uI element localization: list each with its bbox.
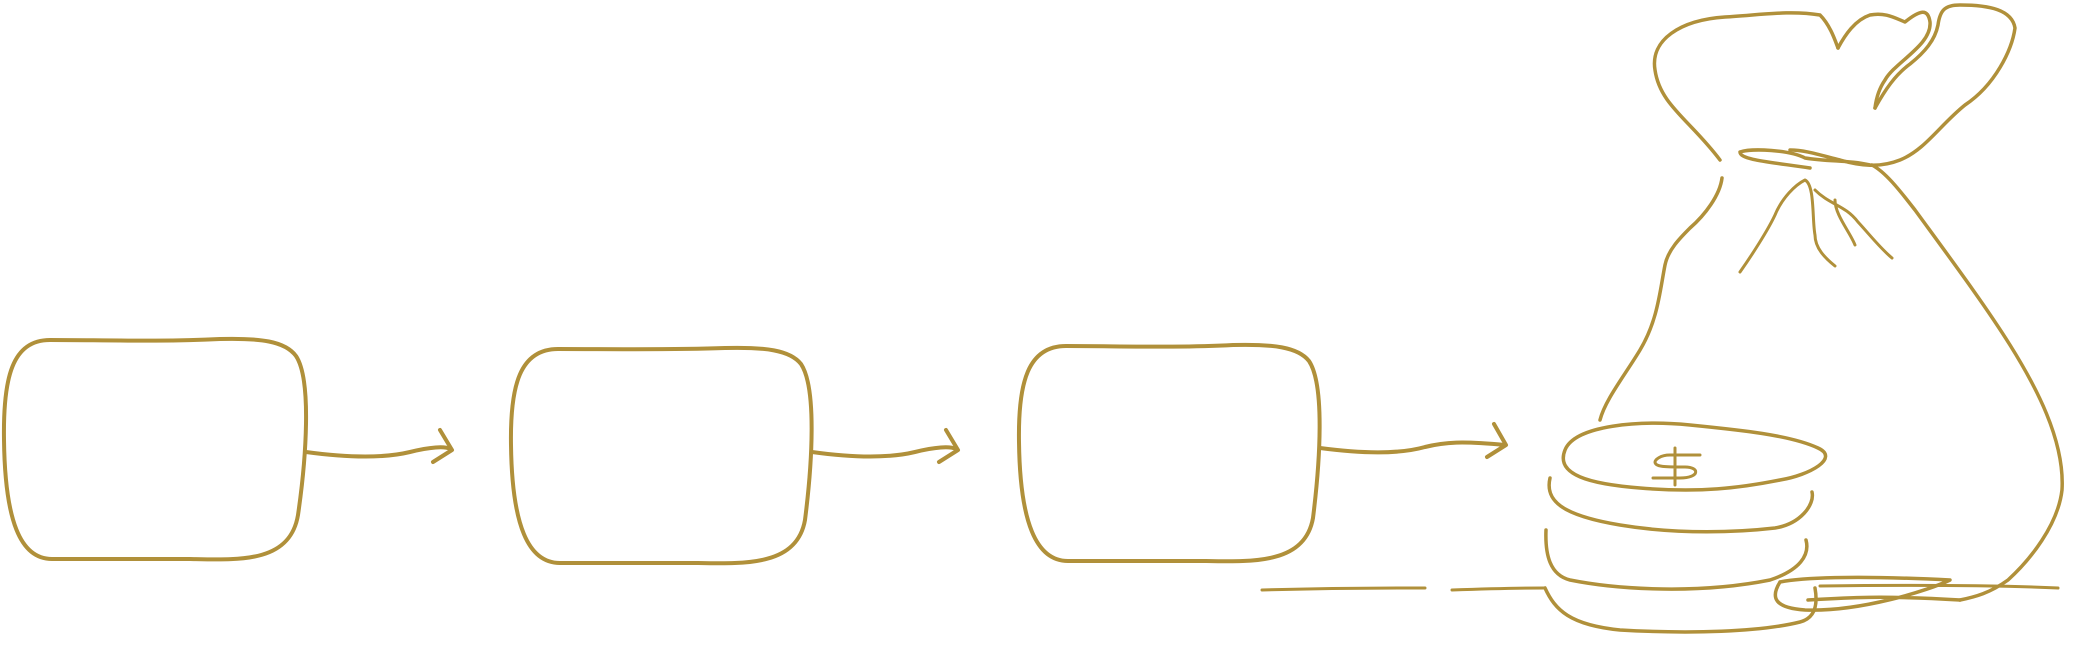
bag-fold-right: [1815, 190, 1892, 258]
step-box-1: [4, 339, 306, 560]
bag-bottom: [1775, 577, 1960, 610]
bag-top-left-flap: [1654, 13, 1838, 160]
ground-line-left: [1262, 588, 1425, 590]
step-box-3: [1019, 345, 1320, 561]
bag-body: [1872, 165, 2062, 600]
bag-body-left: [1600, 178, 1722, 420]
coin-lower: [1546, 530, 1807, 589]
coin-symbol: [1653, 448, 1700, 485]
diagram-strokes: [4, 5, 2062, 632]
arrowhead-3: [1487, 424, 1506, 457]
connector-arrow-3: [1320, 443, 1505, 453]
money-bag-with-coins-icon: [1262, 5, 2062, 632]
coin-top: [1563, 423, 1825, 490]
bag-top-right-flap: [1790, 5, 2015, 165]
step-box-2: [511, 348, 812, 563]
connector-arrow-2: [812, 447, 956, 456]
coin-middle: [1549, 478, 1812, 532]
connector-arrow-1: [306, 447, 450, 456]
ground-line-middle: [1452, 588, 1545, 590]
